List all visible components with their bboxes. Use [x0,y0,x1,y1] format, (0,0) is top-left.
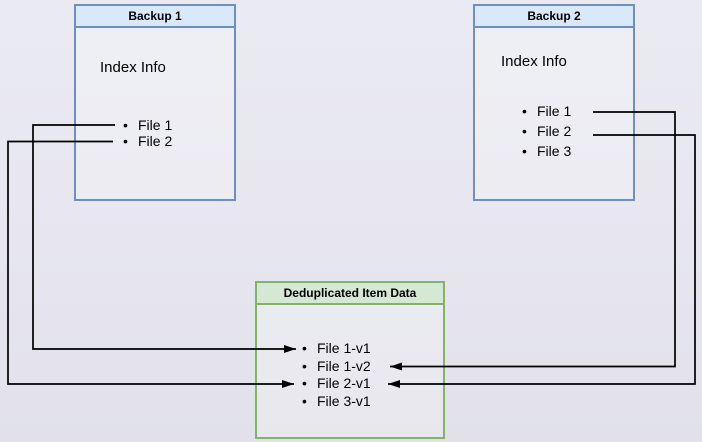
list-item: • File 3 [522,142,571,162]
bullet-icon: • [522,103,527,119]
bullet-icon: • [302,357,307,374]
bullet-icon: • [522,122,527,139]
backup2-title: Backup 2 [475,6,633,28]
file-label: File 1 [138,117,173,133]
list-item: • File 3-v1 [302,393,371,411]
bullet-icon: • [302,375,307,392]
bullet-icon: • [123,133,128,150]
deduplicated-item-data-box: Deduplicated Item Data • File 1-v1 • Fil… [255,281,445,439]
file-label: File 1-v2 [317,357,371,374]
list-item: • File 1-v1 [302,340,371,358]
file-label: File 2 [537,122,572,139]
backup2-file-list: • File 1 • File 2 • File 3 [522,102,571,161]
list-item: • File 2 [123,133,172,149]
backup1-index-info-heading: Index Info [100,59,166,76]
file-label: File 1-v1 [317,340,371,356]
backup1-file-list: • File 1 • File 2 [123,117,172,150]
backup1-title: Backup 1 [76,6,234,28]
bullet-icon: • [522,142,527,159]
list-item: • File 1 [123,117,172,133]
bullet-icon: • [123,117,128,133]
file-label: File 2-v1 [317,375,371,392]
bullet-icon: • [302,340,307,356]
backup2-box: Backup 2 Index Info • File 1 • File 2 • … [473,4,635,201]
bullet-icon: • [302,393,307,410]
list-item: • File 2 [522,122,571,142]
dedup-title: Deduplicated Item Data [257,283,443,305]
file-label: File 3-v1 [317,393,371,410]
file-label: File 3 [537,142,572,159]
file-label: File 1 [537,103,572,119]
backup2-index-info-heading: Index Info [501,53,567,70]
list-item: • File 1-v2 [302,358,371,376]
list-item: • File 2-v1 [302,375,371,393]
backup1-box: Backup 1 Index Info • File 1 • File 2 [74,4,236,201]
list-item: • File 1 [522,102,571,122]
dedup-item-list: • File 1-v1 • File 1-v2 • File 2-v1 • Fi… [302,340,371,411]
file-label: File 2 [138,133,173,150]
